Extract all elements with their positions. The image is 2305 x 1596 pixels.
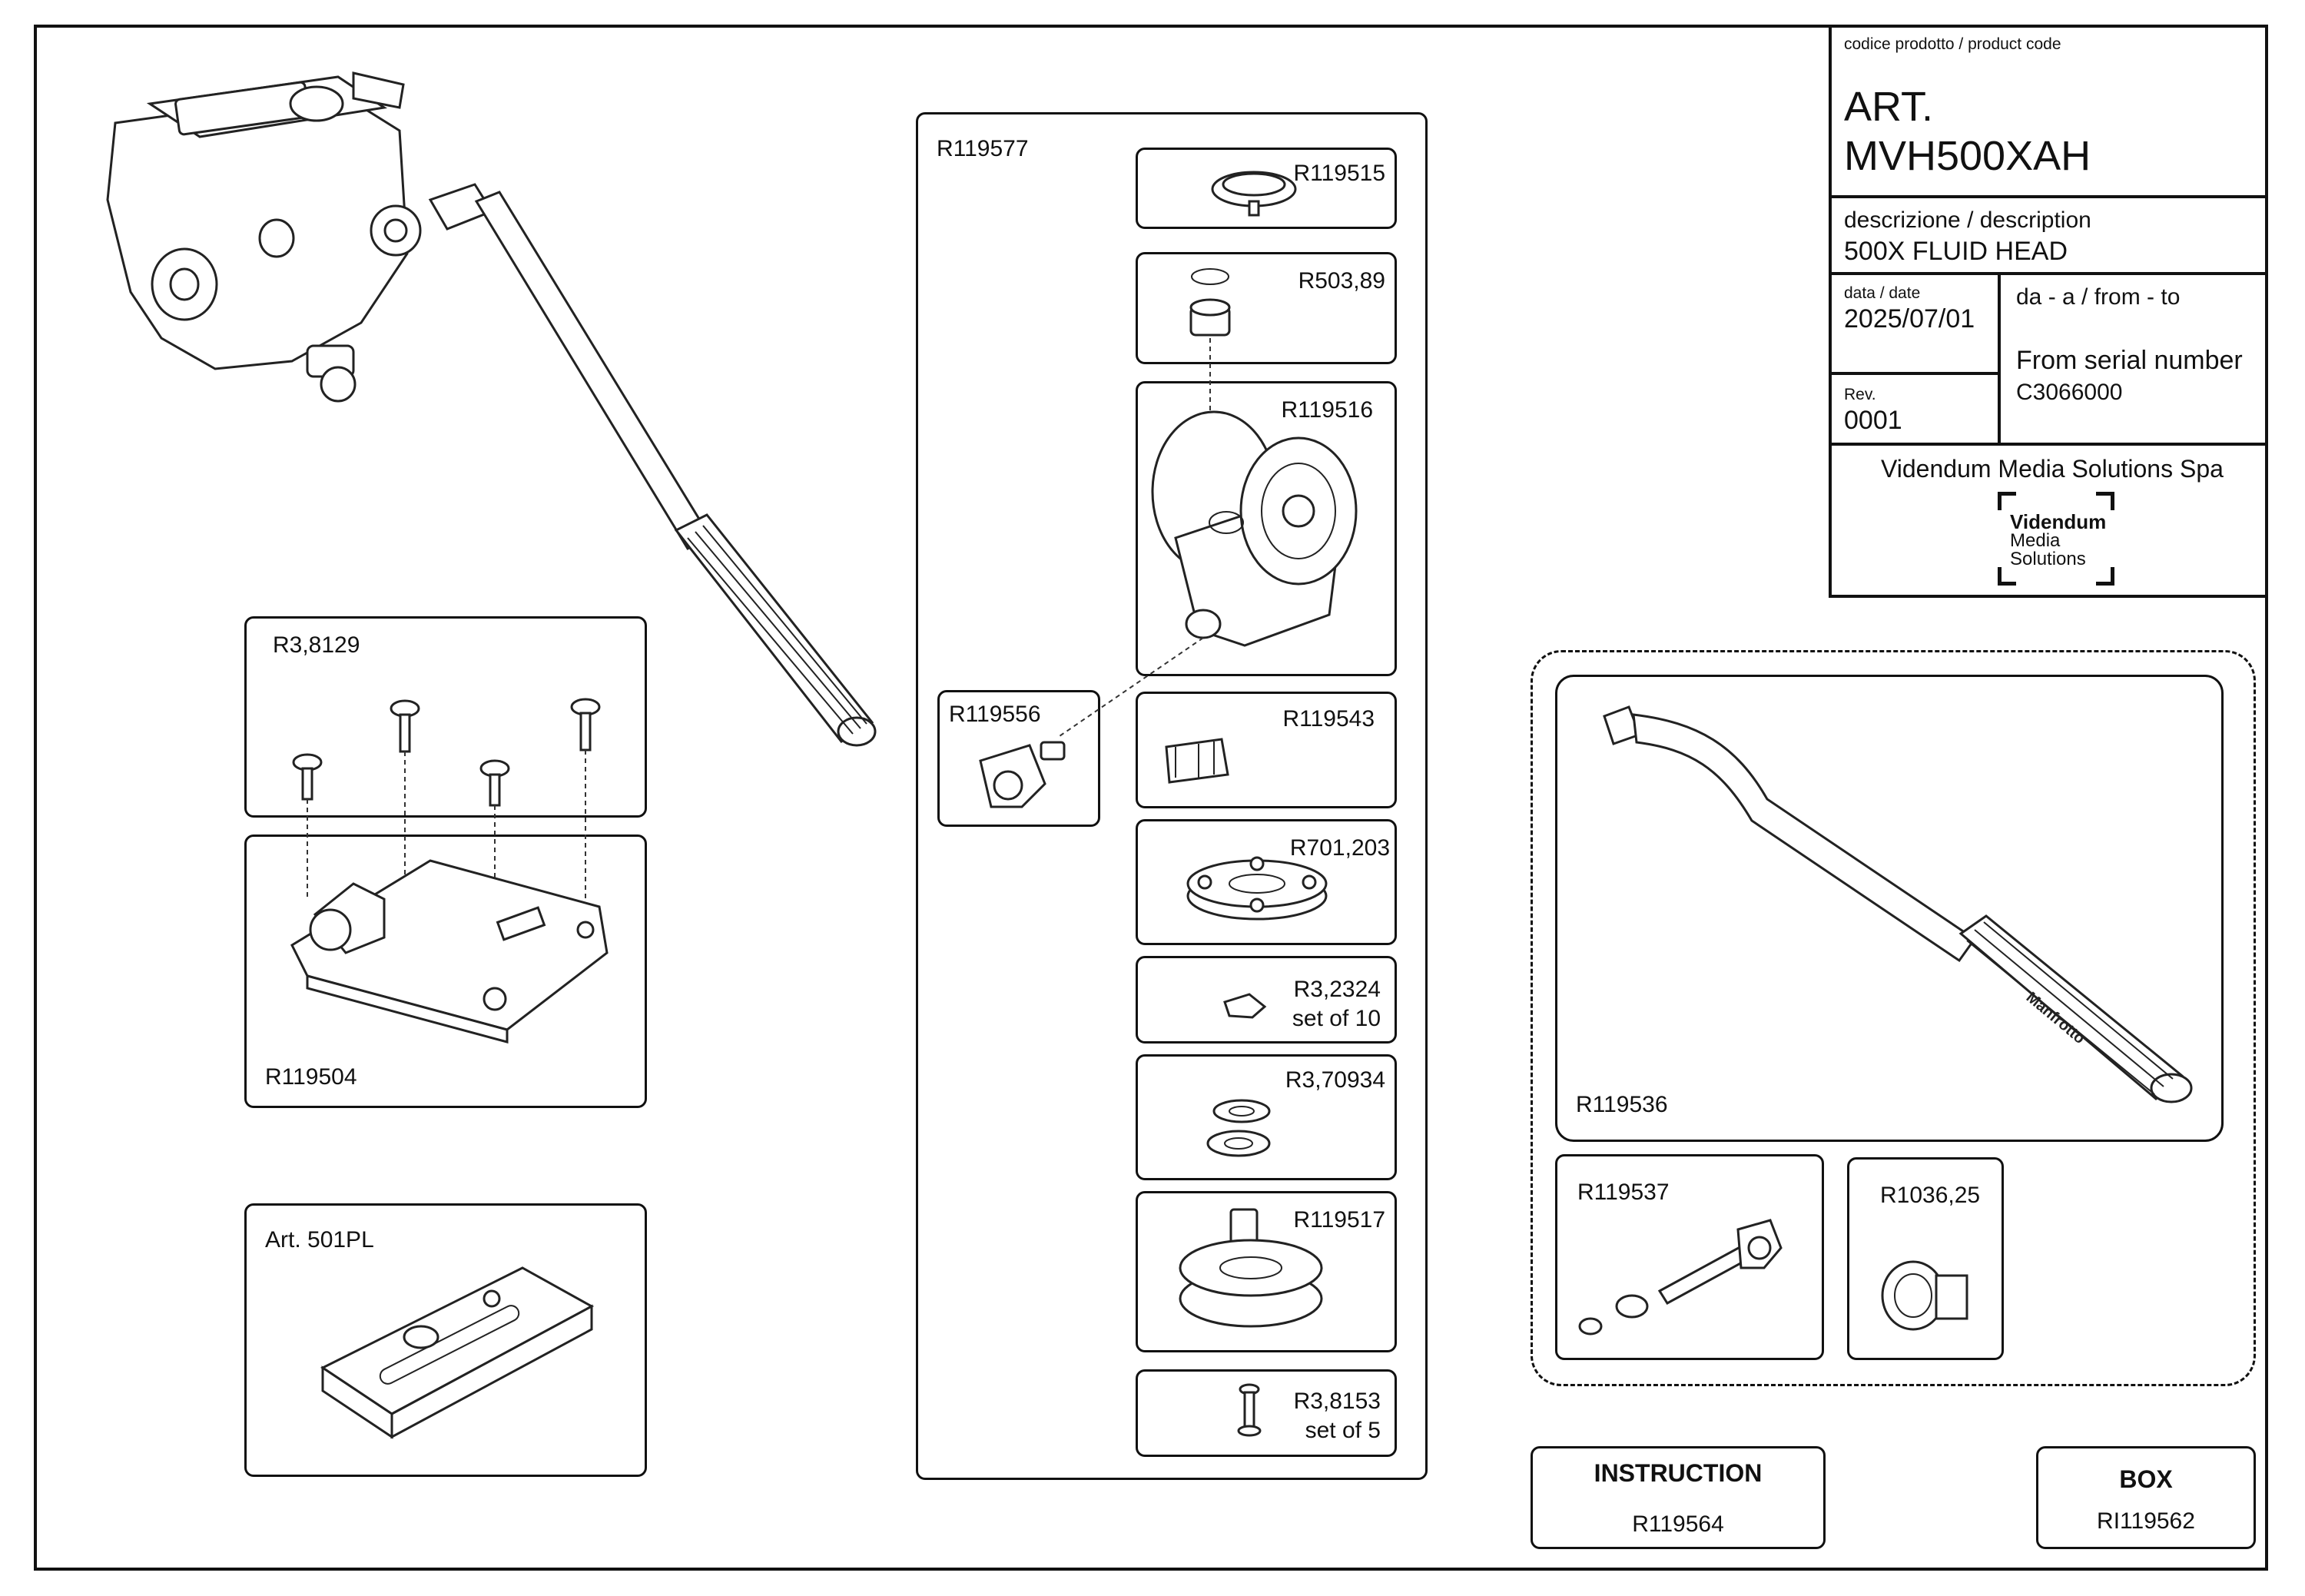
serial-number: C3066000 — [2016, 380, 2123, 405]
bushing-code: R503,89 — [1298, 268, 1385, 294]
base-shaft-code: R119517 — [1293, 1207, 1385, 1233]
screw-3 — [479, 759, 510, 807]
screw-4 — [570, 698, 601, 752]
ring-box: R701,203 — [1136, 819, 1397, 945]
plate-base-code: R119504 — [265, 1064, 357, 1090]
screw-set-qty: set of 5 — [1305, 1418, 1381, 1443]
ring-code: R701,203 — [1289, 835, 1390, 861]
logo-line-2: Media — [2010, 530, 2061, 551]
knob-top-code: R119515 — [1293, 161, 1385, 186]
instruction-code: R119564 — [1632, 1511, 1724, 1537]
quick-plate-code: Art. 501PL — [265, 1227, 374, 1253]
washer-code: R3,2324 — [1293, 977, 1381, 1002]
bushing-box: R503,89 — [1136, 252, 1397, 364]
rev-value: 0001 — [1844, 406, 1902, 435]
bearing-code: R3,70934 — [1285, 1067, 1385, 1093]
screw-set-code: R3,8153 — [1293, 1389, 1381, 1414]
art-prefix: ART. — [1844, 84, 1934, 130]
product-code-label: codice prodotto / product code — [1844, 35, 2061, 53]
serial-label: From serial number — [2016, 346, 2243, 375]
logo-line-1: Videndum — [2010, 510, 2107, 533]
company-logo: Videndum Media Solutions — [1998, 492, 2114, 586]
rosette-code: R1036,25 — [1880, 1183, 1981, 1208]
body-code: R119516 — [1281, 397, 1373, 423]
date-label: data / date — [1844, 284, 1921, 302]
company-name: Videndum Media Solutions Spa — [1881, 455, 2224, 483]
logo-line-3: Solutions — [2010, 549, 2086, 569]
art-code: MVH500XAH — [1844, 133, 2091, 179]
bearing-box: R3,70934 — [1136, 1054, 1397, 1180]
knob-top-box: R119515 — [1136, 148, 1397, 229]
pan-bar-code: R119536 — [1576, 1092, 1668, 1117]
description-label: descrizione / description — [1844, 207, 2091, 233]
clip-code: R119543 — [1282, 706, 1375, 732]
instruction-title: INSTRUCTION — [1594, 1459, 1763, 1487]
rev-label: Rev. — [1844, 386, 1876, 403]
date: 2025/07/01 — [1844, 304, 1975, 333]
lever-knob-code: R119556 — [949, 702, 1041, 727]
drawing-frame — [34, 25, 2268, 1571]
instruction-box: INSTRUCTION R119564 — [1531, 1446, 1826, 1549]
pan-bar-kit-outline — [1531, 650, 2256, 1386]
box-code: RI119562 — [2097, 1508, 2195, 1534]
description: 500X FLUID HEAD — [1844, 237, 2068, 266]
range-label: da - a / from - to — [2016, 284, 2181, 310]
bar-clamp-code: R119537 — [1577, 1180, 1670, 1205]
box-box: BOX RI119562 — [2036, 1446, 2256, 1549]
washer-qty: set of 10 — [1292, 1006, 1381, 1031]
box-title: BOX — [2119, 1465, 2173, 1493]
kit-main-code: R119577 — [937, 136, 1029, 161]
screw-set-box: R3,8153 set of 5 — [1136, 1369, 1397, 1457]
washer-box: R3,2324 set of 10 — [1136, 956, 1397, 1044]
screws-code: R3,8129 — [273, 632, 360, 658]
